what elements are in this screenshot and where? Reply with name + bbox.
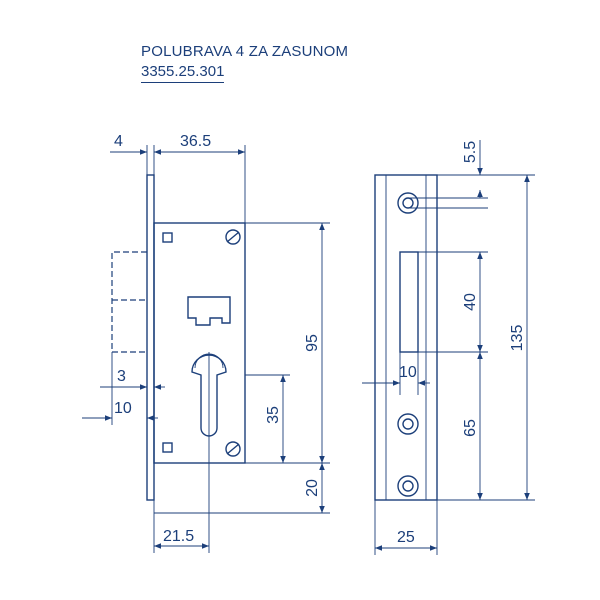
bolt-slot <box>399 251 419 353</box>
bolt-outline <box>111 251 147 353</box>
dim-cylinder-to-bottom: 35 <box>265 406 282 424</box>
faceplate-hole-middle <box>397 413 419 435</box>
dim-backset-width: 36.5 <box>180 133 211 150</box>
square-hole-top <box>162 232 173 243</box>
faceplate-side-view <box>362 140 535 555</box>
dim-slot-height: 40 <box>462 293 479 311</box>
square-hole-bottom <box>162 442 173 453</box>
drawing-header: POLUBRAVA 4 ZA ZASUNOM 3355.25.301 <box>141 42 348 83</box>
dim-total-height: 135 <box>509 325 526 352</box>
dim-body-height: 95 <box>304 334 321 352</box>
case-screw-top <box>225 229 241 245</box>
dim-bolt-offset: 3 <box>117 368 126 385</box>
dim-lower-span: 65 <box>462 419 479 437</box>
dim-plate-width: 25 <box>397 529 415 546</box>
product-title: POLUBRAVA 4 ZA ZASUNOM <box>141 43 349 60</box>
lock-front-view <box>82 145 330 553</box>
dim-strike-projection: 10 <box>399 364 417 381</box>
faceplate-hole-top <box>397 192 419 214</box>
faceplate-strip <box>146 174 155 501</box>
dim-bolt-projection: 10 <box>114 400 132 417</box>
dim-cylinder-backset: 21.5 <box>163 528 194 545</box>
faceplate-outline <box>374 174 438 501</box>
dim-bottom-offset: 20 <box>304 479 321 497</box>
follower-slot <box>187 296 231 326</box>
lock-case <box>153 222 246 464</box>
product-code: 3355.25.301 <box>141 62 225 83</box>
case-screw-bottom <box>225 441 241 457</box>
dim-top-hole-offset: 5.5 <box>462 141 479 163</box>
dim-faceplate-thickness: 4 <box>114 133 123 150</box>
faceplate-hole-bottom <box>397 475 419 497</box>
